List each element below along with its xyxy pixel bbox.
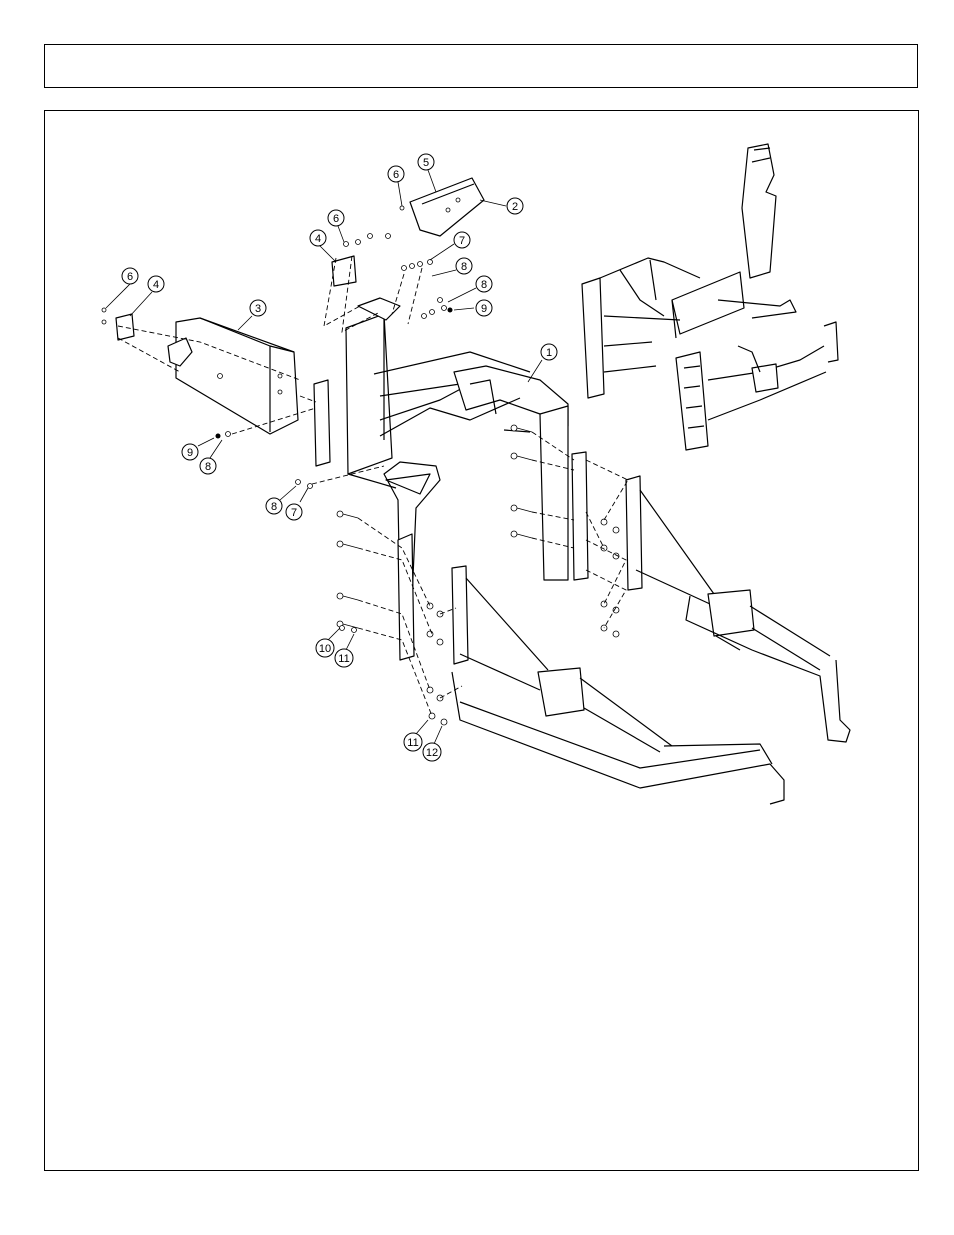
callout-9a: 9: [454, 300, 492, 316]
svg-text:2: 2: [512, 201, 518, 213]
assembled-view: [582, 144, 838, 450]
svg-text:7: 7: [291, 507, 297, 519]
callout-6a: 6: [388, 166, 404, 206]
svg-text:9: 9: [187, 447, 193, 459]
svg-text:8: 8: [481, 279, 487, 291]
battery-box-part-3: [168, 318, 298, 434]
svg-text:7: 7: [459, 235, 465, 247]
callout-1: 1: [528, 344, 557, 382]
callout-7b: 7: [286, 488, 308, 520]
svg-text:9: 9: [481, 303, 487, 315]
callout-2: 2: [480, 198, 523, 214]
callout-8b: 8: [448, 276, 492, 302]
svg-text:6: 6: [393, 169, 399, 181]
svg-text:1: 1: [546, 347, 552, 359]
callout-8c: 8: [200, 440, 222, 474]
callout-9b: 9: [182, 438, 214, 460]
callout-8a: 8: [432, 258, 472, 276]
svg-text:8: 8: [461, 261, 467, 273]
callout-11a: 11: [335, 634, 354, 667]
svg-text:11: 11: [338, 653, 349, 665]
callout-4a: 4: [310, 230, 336, 262]
callouts: 1 2 3 4 4 5 6: [106, 154, 557, 761]
callout-6b: 6: [328, 210, 344, 242]
svg-text:8: 8: [271, 501, 277, 513]
svg-text:4: 4: [315, 233, 321, 245]
svg-text:8: 8: [205, 461, 211, 473]
svg-text:11: 11: [407, 737, 418, 749]
svg-text:10: 10: [319, 643, 331, 655]
svg-text:5: 5: [423, 157, 429, 169]
lower-left-frame: [398, 534, 784, 804]
callout-7a: 7: [430, 232, 470, 260]
callout-5: 5: [418, 154, 436, 192]
svg-text:12: 12: [426, 747, 438, 759]
lower-right-frame: [626, 476, 850, 742]
svg-text:6: 6: [127, 271, 133, 283]
callout-3: 3: [238, 300, 266, 330]
callout-6c: 6: [106, 268, 138, 308]
bracket-part-2: [410, 178, 484, 236]
svg-text:3: 3: [255, 303, 261, 315]
callout-12: 12: [423, 726, 442, 761]
svg-text:4: 4: [153, 279, 159, 291]
svg-text:6: 6: [333, 213, 339, 225]
